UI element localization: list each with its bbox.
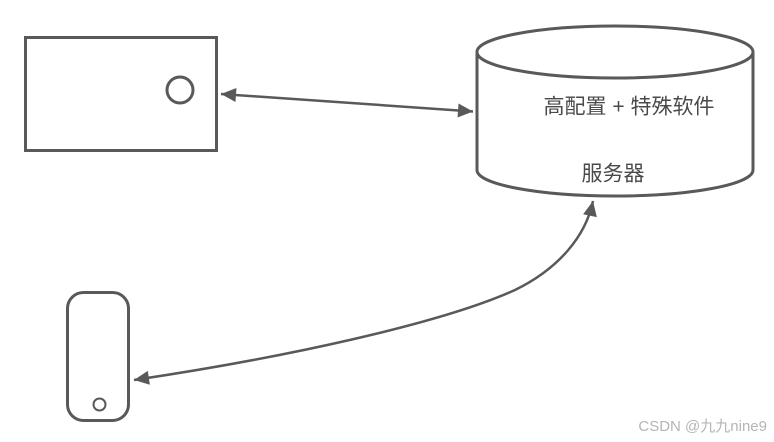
watermark-text: CSDN @九九nine9 xyxy=(638,418,767,435)
server-spec-label: 高配置 + 特殊软件 xyxy=(543,95,715,119)
phone-home-button-icon xyxy=(92,397,107,412)
server-cylinder-body xyxy=(475,52,755,198)
desktop-circle-icon xyxy=(165,75,195,105)
phone-node xyxy=(66,291,130,422)
server-name-label: 服务器 xyxy=(581,162,645,186)
server-cylinder-top xyxy=(475,24,755,80)
desktop-server-connector xyxy=(220,88,474,118)
server-node xyxy=(475,24,755,198)
phone-body xyxy=(66,291,130,422)
server-phone-connector xyxy=(133,200,597,385)
desktop-node xyxy=(24,36,218,152)
